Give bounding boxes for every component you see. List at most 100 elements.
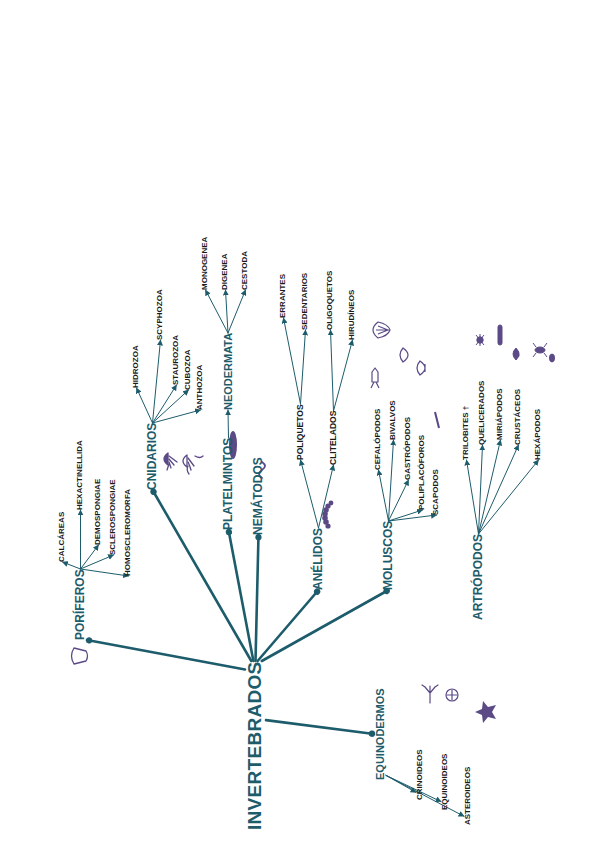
leaf-label: CUBOZOA: [184, 350, 193, 390]
branch-line: [479, 460, 539, 534]
squid-icon: [371, 368, 379, 388]
leaf-label: TRILOBITES †: [462, 406, 471, 460]
node-text: CRINOIDEOS: [416, 749, 425, 800]
leaf-label: CALCÁREAS: [58, 512, 67, 562]
branch-line: [81, 569, 129, 576]
starfish-icon: [475, 701, 496, 723]
branch-line: [389, 515, 437, 521]
node-text: ERRANTES: [279, 274, 288, 318]
class-label: CLITELADOS: [329, 411, 338, 465]
leaf-label: HIRUDÍNEOS: [348, 290, 357, 340]
branch-line: [226, 290, 229, 333]
branch-line: [379, 470, 389, 521]
phylum-label: ANÉLIDOS: [312, 528, 325, 590]
crinoid-icon: [422, 685, 438, 703]
branch-line: [301, 330, 306, 404]
phylum-label: CNIDARIOS: [146, 423, 159, 490]
branch-line: [153, 410, 201, 423]
branch-line: [137, 388, 153, 423]
leaf-label: SEDENTARIOS: [301, 273, 310, 330]
leaf-label: HEXACTINELLIDA: [76, 440, 85, 510]
leaf-label: BIVALVOS: [389, 400, 398, 440]
phylum-label: ARTRÓPODOS: [472, 534, 485, 620]
snail-shell-icon: [373, 322, 390, 338]
branch-line: [389, 480, 409, 521]
node-text: ANÉLIDOS: [312, 528, 325, 590]
leaf-label: OLIGOQUETOS: [326, 271, 335, 330]
shrimp-icon: [513, 348, 519, 360]
branch-line: [331, 330, 334, 411]
leaf-label: ASTEROIDEOS: [464, 767, 473, 825]
node-text: HEXÁPODOS: [534, 409, 543, 460]
leaf-label: SCYPHOZOA: [156, 289, 165, 340]
leaf-label: HOMOSCLEROMORFA: [124, 489, 133, 576]
clam-icon: [400, 348, 408, 362]
node-text: INVERTEBRADOS: [245, 661, 266, 830]
branch-line: [266, 720, 374, 734]
jellyfish-tentacle: [195, 456, 203, 458]
tusk-shell-icon: [435, 412, 439, 428]
spider-icon: [476, 334, 484, 346]
phylum-label: PORÍFEROS: [74, 569, 87, 640]
node-text: NEMÁTODOS: [252, 457, 265, 535]
leaf-label: ERRANTES: [279, 274, 288, 318]
branch-line: [228, 410, 230, 438]
node-text: MIRIÁPODOS: [496, 388, 505, 440]
node-text: MOLUSCOS: [382, 521, 395, 590]
branch-line: [301, 460, 319, 528]
node-text: DIGENEA: [221, 254, 230, 290]
node-text: SCLEROSPONGIAE: [109, 479, 118, 555]
node-text: TRILOBITES †: [462, 406, 471, 460]
node-text: PLATELMINTOS: [222, 438, 235, 530]
class-label: POLIQUETOS: [296, 404, 305, 460]
leaf-label: CRINOIDEOS: [416, 749, 425, 800]
node-text: PORÍFEROS: [74, 569, 87, 640]
branch-line: [319, 465, 334, 528]
leaf-label: HIDROZOA: [132, 345, 141, 388]
leaf-label: CESTODA: [241, 251, 250, 290]
leaf-label: SCLEROSPONGIAE: [109, 479, 118, 555]
node-text: HIRUDÍNEOS: [348, 290, 357, 340]
phylum-label: NEMÁTODOS: [252, 457, 265, 535]
node-text: ASTEROIDEOS: [464, 767, 473, 825]
branch-line: [479, 445, 519, 534]
leaf-label: GASTRÓPODOS: [404, 417, 413, 480]
node-text: EQUINODERMOS: [374, 688, 386, 780]
leaf-label: ANTHOZOA: [196, 365, 205, 410]
leaf-label: QUELICERADOS: [478, 381, 487, 445]
node-text: HEXACTINELLIDA: [76, 440, 85, 510]
leaf-label: SCAPODOS: [432, 469, 441, 515]
node-text: MONOGENEA: [201, 237, 210, 290]
node-text: NEODERMATA: [222, 333, 234, 410]
branch-line: [389, 440, 394, 521]
leaf-label: HEXÁPODOS: [534, 409, 543, 460]
branch-line: [258, 590, 319, 661]
subgroup-label: NEODERMATA: [222, 333, 234, 410]
node-text: SEDENTARIOS: [301, 273, 310, 330]
branch-line: [87, 640, 245, 669]
node-text: CEFALÓPODOS: [374, 409, 383, 470]
branch-line: [284, 318, 301, 404]
node-text: CESTODA: [241, 251, 250, 290]
node-text: ANTHOZOA: [196, 365, 205, 410]
jellyfish-icon: [183, 455, 194, 474]
node-text: BIVALVOS: [389, 400, 398, 440]
leaf-label: CEFALÓPODOS: [374, 409, 383, 470]
branch-line: [206, 290, 229, 333]
node-text: QUELICERADOS: [478, 381, 487, 445]
urchin-pattern: [447, 690, 457, 700]
node-text: OLIGOQUETOS: [326, 271, 335, 330]
node-text: SCAPODOS: [432, 469, 441, 515]
chiton-icon: [417, 361, 425, 375]
leaf-label: MIRIÁPODOS: [496, 388, 505, 440]
node-text: CUBOZOA: [184, 350, 193, 390]
branch-line: [334, 340, 353, 411]
leaf-label: POLIPLACÓFOROS: [418, 435, 427, 510]
leaf-label: EQUINOIDEOS: [441, 754, 450, 810]
node-text: CNIDARIOS: [146, 423, 159, 490]
jellyfish-icon: [164, 453, 177, 470]
node-text: POLIPLACÓFOROS: [418, 435, 427, 510]
node-text: DEMOSPONGIAE: [94, 479, 103, 545]
node-text: SCYPHOZOA: [156, 289, 165, 340]
